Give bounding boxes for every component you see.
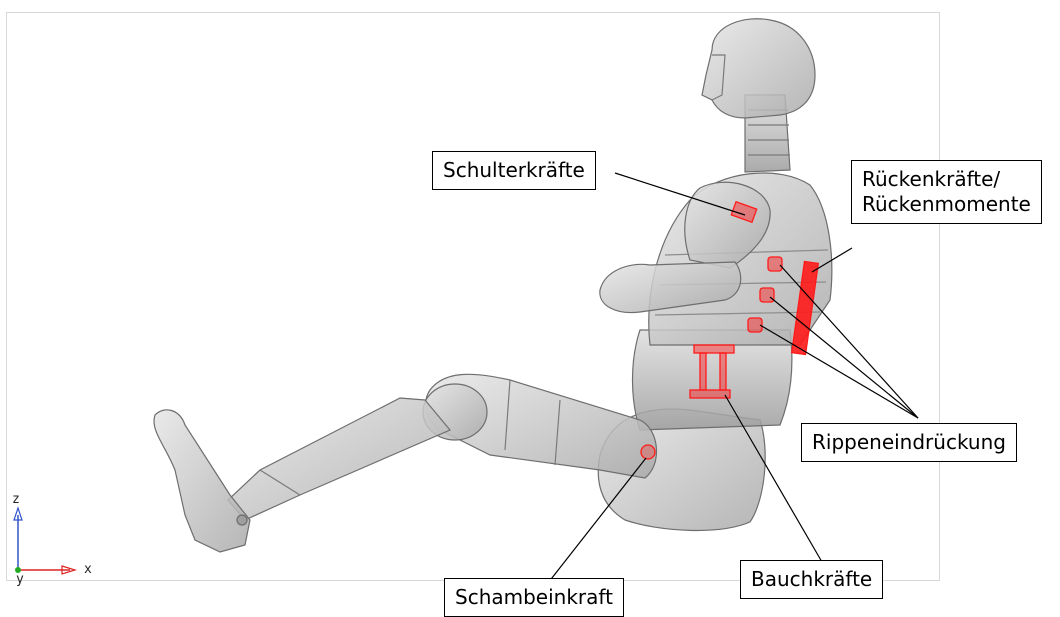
axis-y-label: y (16, 572, 24, 587)
callout-ribs-text: Rippeneindrückung (812, 430, 1006, 455)
callout-ribs: Rippeneindrückung (801, 423, 1017, 462)
rib-sensor-2 (760, 288, 774, 302)
callout-shoulder-text: Schulterkräfte (443, 158, 585, 183)
foot (154, 410, 250, 552)
pubic-sensor (641, 445, 655, 459)
rib-sensor-1 (768, 257, 782, 271)
callout-abdomen: Bauchkräfte (740, 560, 883, 599)
callout-pubic-text: Schambeinkraft (455, 585, 613, 610)
callout-back-line2: Rückenmomente (862, 192, 1031, 217)
axis-z-label: z (12, 492, 20, 507)
callout-back: Rückenkräfte/ Rückenmomente (851, 160, 1042, 224)
axis-triad: z x y (12, 492, 92, 587)
shin (228, 398, 450, 520)
axis-x-label: x (84, 562, 92, 577)
callout-pubic: Schambeinkraft (444, 578, 624, 617)
callout-shoulder: Schulterkräfte (432, 151, 596, 190)
callout-abdomen-text: Bauchkräfte (751, 567, 872, 592)
head (702, 19, 815, 118)
rib-sensor-3 (748, 318, 762, 332)
dummy-body (154, 19, 832, 552)
callout-back-line1: Rückenkräfte/ (862, 167, 1031, 192)
